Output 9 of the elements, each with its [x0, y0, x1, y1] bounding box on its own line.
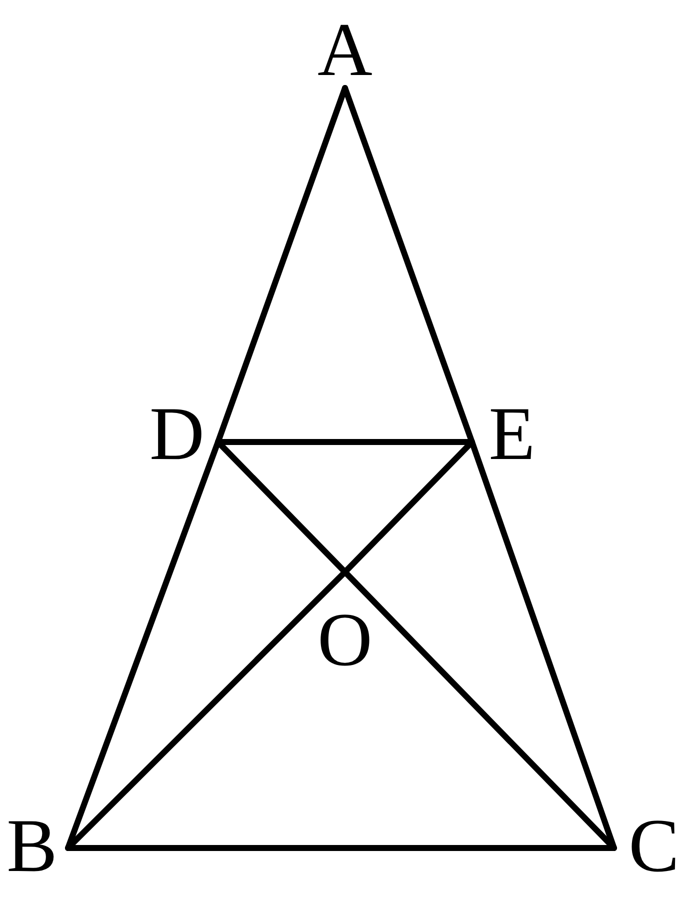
point-label: A	[318, 12, 372, 88]
point-label: O	[318, 602, 372, 678]
line-segment	[65, 845, 617, 851]
point-label: B	[6, 808, 58, 884]
point-label: D	[150, 396, 204, 472]
point-label: C	[628, 808, 680, 884]
point-label: E	[488, 396, 536, 472]
line-segment	[215, 439, 348, 575]
line-segment	[342, 439, 475, 575]
